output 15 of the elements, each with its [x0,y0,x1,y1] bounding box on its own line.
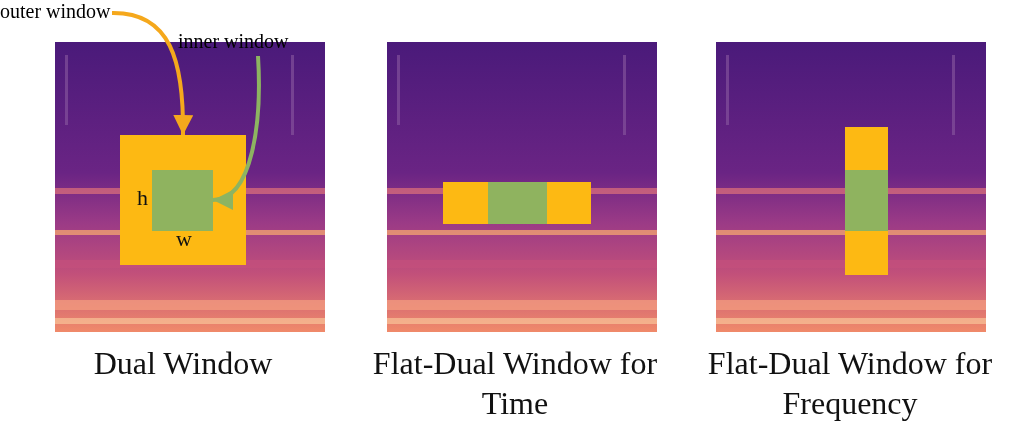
window-box [120,135,246,265]
window-box [488,182,547,224]
callout-label: inner window [178,30,328,56]
caption: Flat-Dual Window for Frequency [706,344,994,423]
caption: Dual Window [92,344,274,383]
callout-label: outer window [0,0,142,26]
arrow [212,55,261,207]
axis-label: h [137,185,148,211]
axis-label: w [176,226,192,252]
window-box [845,127,888,275]
arrow [111,11,193,135]
caption: Flat-Dual Window for Time [371,344,659,423]
window-box [443,182,591,224]
window-box [845,170,888,231]
window-box [152,170,213,231]
